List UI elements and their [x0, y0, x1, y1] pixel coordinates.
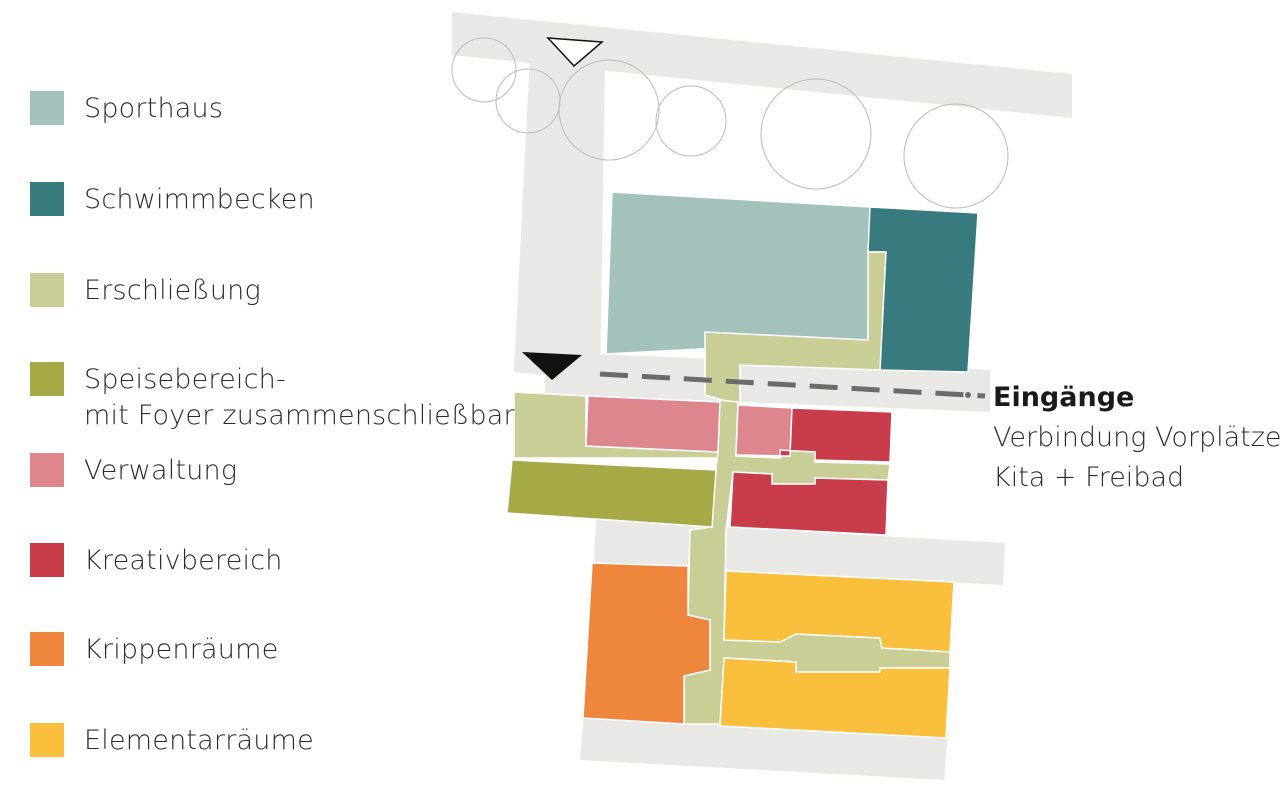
annotation-line: Kita + Freibad	[993, 462, 1185, 493]
zone-verwaltung-left	[585, 395, 721, 453]
legend-item-verwaltung: Verwaltung	[30, 453, 237, 489]
entrance-connection-line	[599, 371, 986, 399]
legend-item-krippenraeume: Krippenräume	[30, 632, 278, 668]
legend-swatch	[30, 362, 64, 396]
legend-item-kreativbereich: Kreativbereich	[30, 543, 283, 579]
trees	[451, 37, 1009, 209]
legend-swatch	[30, 723, 64, 757]
tree-outline	[558, 59, 660, 161]
legend-item-elementarraeume: Elementarräume	[30, 723, 314, 759]
legend-label: Schwimmbecken	[84, 184, 315, 215]
legend-label: Verwaltung	[84, 455, 238, 486]
connection-line-end	[965, 392, 971, 398]
entrance-triangle-filled	[522, 352, 582, 380]
tree-outline	[451, 37, 517, 103]
legend-label: Speisebereich- mit Foyer zusammenschließ…	[84, 364, 515, 431]
legend-swatch	[30, 273, 64, 307]
entrance-triangle-outline	[546, 37, 604, 68]
legend-label: Krippenräume	[84, 634, 279, 665]
legend-swatch	[30, 453, 64, 487]
tree-outline	[760, 78, 872, 190]
legend-swatch	[30, 543, 64, 577]
annotation-title: Eingänge	[993, 382, 1135, 413]
legend-label: Erschließung	[84, 275, 261, 306]
legend-swatch	[30, 91, 64, 125]
legend-swatch	[30, 182, 64, 216]
top-path	[452, 12, 1072, 118]
annotation-line: Verbindung Vorplätze	[993, 422, 1280, 453]
zone-elementarraeume-lower	[719, 657, 951, 739]
zone-elementarraeume-upper	[723, 570, 955, 653]
zone-kreativbereich-lower	[729, 471, 889, 536]
legend-swatch	[30, 632, 64, 666]
entrance-annotation: Eingänge Verbindung Vorplätze Kita + Fre…	[993, 378, 1280, 498]
zone-krippenraeume	[582, 562, 711, 725]
zone-speisebereich	[506, 459, 717, 528]
legend-label: Elementarräume	[84, 725, 314, 756]
building-zones	[506, 191, 979, 739]
tree-outline	[655, 85, 727, 157]
zone-kreativbereich-upper	[779, 407, 893, 463]
zone-sporthaus	[605, 191, 871, 355]
left-path	[514, 55, 605, 380]
legend-item-erschliessung: Erschließung	[30, 273, 261, 309]
legend-item-schwimmbecken: Schwimmbecken	[30, 182, 315, 218]
tree-outline	[903, 103, 1009, 209]
legend-label: Kreativbereich	[84, 545, 283, 576]
legend-label: Sporthaus	[84, 93, 224, 124]
legend-item-speisebereich: Speisebereich- mit Foyer zusammenschließ…	[30, 362, 515, 434]
legend-item-sporthaus: Sporthaus	[30, 91, 223, 127]
zone-verwaltung-right	[735, 404, 793, 457]
